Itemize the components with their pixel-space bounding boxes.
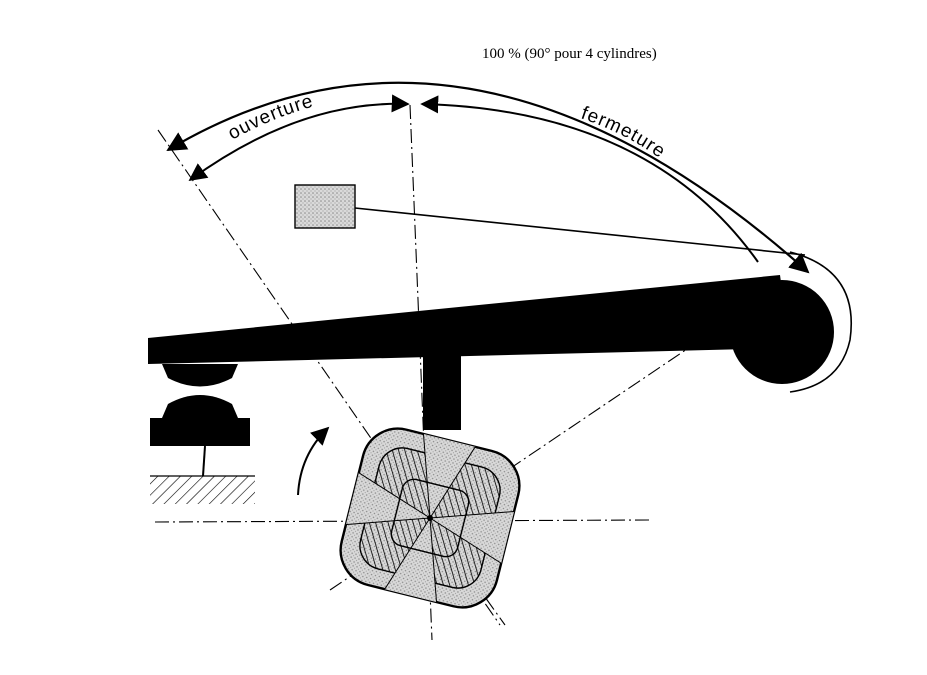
closing-label: fermeture: [578, 103, 669, 163]
ground-hatch: [150, 475, 255, 504]
total-span-label: 100 % (90° pour 4 cylindres): [482, 46, 657, 62]
closing-arc: [420, 95, 759, 263]
rocker-outline: [789, 251, 852, 393]
indicator-leader: [354, 207, 806, 256]
rotation-arrow: [297, 426, 330, 496]
opening-label: ouverture: [225, 91, 316, 145]
rocker-arm: [148, 275, 834, 430]
opening-arc: [188, 94, 410, 182]
indicator-box: [294, 184, 356, 229]
cam: [334, 422, 526, 614]
valve-stack: [150, 364, 250, 477]
